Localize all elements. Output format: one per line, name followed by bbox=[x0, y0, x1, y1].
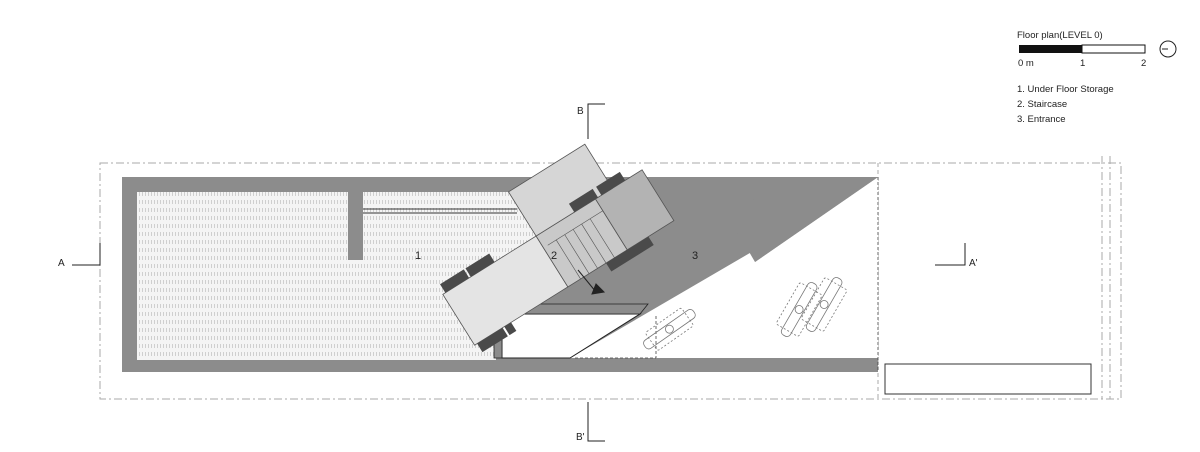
partition-line bbox=[363, 208, 517, 214]
room-number-2: 2 bbox=[551, 250, 557, 262]
legend-item-1: 1. Under Floor Storage bbox=[1017, 84, 1114, 95]
section-marker-b-prime bbox=[587, 402, 605, 442]
legend-title: Floor plan(LEVEL 0) bbox=[1017, 30, 1103, 41]
legend-item-2: 2. Staircase bbox=[1017, 99, 1067, 110]
section-marker-a-prime bbox=[935, 243, 966, 266]
staircase bbox=[440, 143, 675, 353]
room-number-1: 1 bbox=[415, 250, 421, 262]
scale-label-1: 1 bbox=[1080, 58, 1085, 69]
legend-item-3: 3. Entrance bbox=[1017, 114, 1066, 125]
entrance-area bbox=[755, 177, 878, 358]
exterior-bench bbox=[884, 363, 1092, 395]
scale-label-2: 2 bbox=[1141, 58, 1146, 69]
section-label-a: A bbox=[58, 258, 65, 269]
scale-bar bbox=[1019, 44, 1146, 54]
scale-label-0: 0 m bbox=[1018, 58, 1034, 69]
stair-arrow-icon bbox=[577, 269, 606, 295]
north-arrow-icon bbox=[1159, 40, 1177, 58]
room-number-3: 3 bbox=[692, 250, 698, 262]
section-marker-b bbox=[587, 103, 605, 139]
entrance-floor bbox=[570, 250, 755, 358]
section-label-b: B bbox=[577, 106, 584, 117]
bicycle-icon bbox=[643, 277, 848, 351]
section-label-a-prime: A' bbox=[969, 258, 978, 269]
door-swing bbox=[575, 177, 879, 372]
section-marker-a bbox=[72, 243, 101, 266]
section-label-b-prime: B' bbox=[576, 432, 585, 443]
diagonal-wall bbox=[736, 177, 878, 262]
